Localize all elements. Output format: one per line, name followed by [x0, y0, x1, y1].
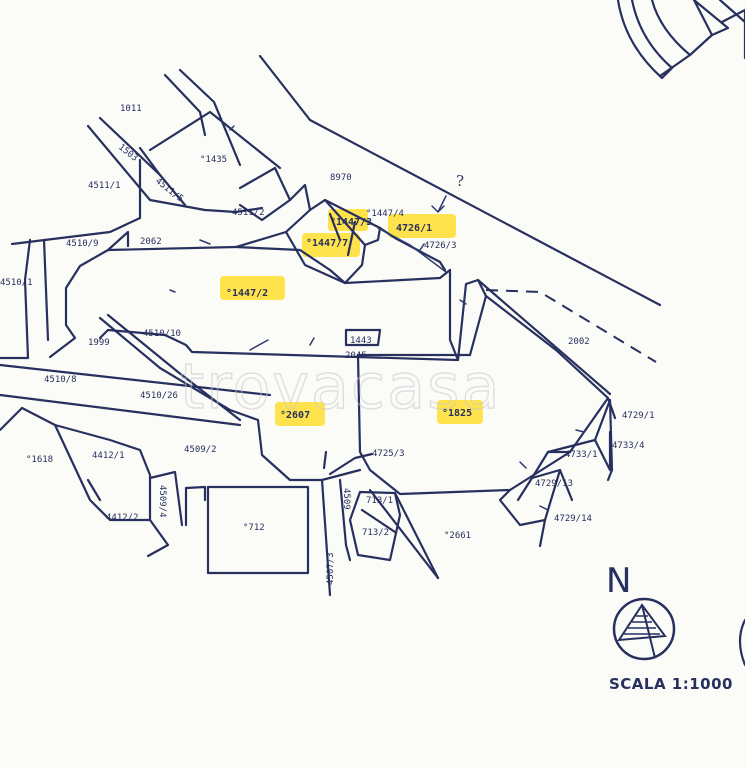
highlight-4726-1: [388, 214, 456, 238]
parcel-label-highlighted: °1825: [442, 408, 472, 419]
parcel-label: 1011: [120, 104, 142, 114]
parcel-label: 713/2: [362, 528, 389, 538]
parcel-label: 2045: [345, 351, 367, 361]
question-annotation: ?: [456, 172, 464, 190]
parcel-label: 4733/4: [612, 441, 645, 451]
parcel-label: 4733/1: [565, 450, 598, 460]
parcel-label: 4510/26: [140, 391, 178, 401]
parcel-label: 4509/4: [157, 485, 167, 518]
parcel-label: °1447/4: [366, 209, 404, 219]
highlight-2607: [275, 402, 325, 426]
parcel-boundaries: [0, 0, 745, 667]
parcel-label: 1503: [116, 142, 139, 163]
parcel-label-highlighted: °1447/3: [330, 217, 372, 228]
parcel-label: 1443: [350, 336, 372, 346]
parcel-label-highlighted: °1447/7: [306, 238, 348, 249]
parcel-label-highlighted: °2607: [280, 410, 310, 421]
parcel-label: 713/1: [366, 496, 393, 506]
parcel-label-highlighted: °1447/2: [226, 288, 268, 299]
parcel-label: 4511/2: [232, 208, 265, 218]
parcel-label: °712: [243, 523, 265, 533]
parcel-label: 4511/5: [153, 176, 185, 204]
parcel-label: 4510/9: [66, 239, 99, 249]
scale-label: SCALA 1:1000: [609, 675, 733, 693]
parcel-label: 4729/1: [622, 411, 655, 421]
compass-icon: [612, 597, 676, 661]
parcel-label: 1999: [88, 338, 110, 348]
parcel-label: 4507/3: [326, 552, 336, 585]
parcel-label-highlighted: 4726/1: [396, 223, 432, 234]
parcel-label: 4729/14: [554, 514, 592, 524]
highlight-1825: [437, 400, 483, 424]
parcel-label: °2661: [444, 531, 471, 541]
parcel-label: 4412/2: [106, 513, 139, 523]
highlight-1447-2: [220, 276, 285, 300]
parcel-label: 4725/3: [372, 449, 405, 459]
parcel-label: 4510/8: [44, 375, 77, 385]
highlight-layer: [220, 209, 483, 426]
parcel-label: 8970: [330, 173, 352, 183]
parcel-label: 4509/2: [184, 445, 217, 455]
parcel-label: °1435: [200, 155, 227, 165]
north-arrow: N: [606, 561, 676, 661]
watermark: trovacasa: [180, 350, 501, 423]
parcel-label: 4511/1: [88, 181, 121, 191]
parcel-label: 4726/3: [424, 241, 457, 251]
parcel-label: 2002: [568, 337, 590, 347]
parcel-label: 4412/1: [92, 451, 125, 461]
parcel-label: 2062: [140, 237, 162, 247]
parcel-labels: 1011 1503 °1435 4511/1 4511/5 4511/2 897…: [0, 104, 655, 585]
parcel-label: 4509: [341, 488, 351, 510]
highlight-1447-7: [302, 233, 360, 257]
parcel-label: 4729/13: [535, 479, 573, 489]
parcel-label: 4510/1: [0, 278, 33, 288]
parcel-label: 4510/10: [143, 329, 181, 339]
north-label: N: [606, 561, 631, 601]
parcel-label: °1618: [26, 455, 53, 465]
